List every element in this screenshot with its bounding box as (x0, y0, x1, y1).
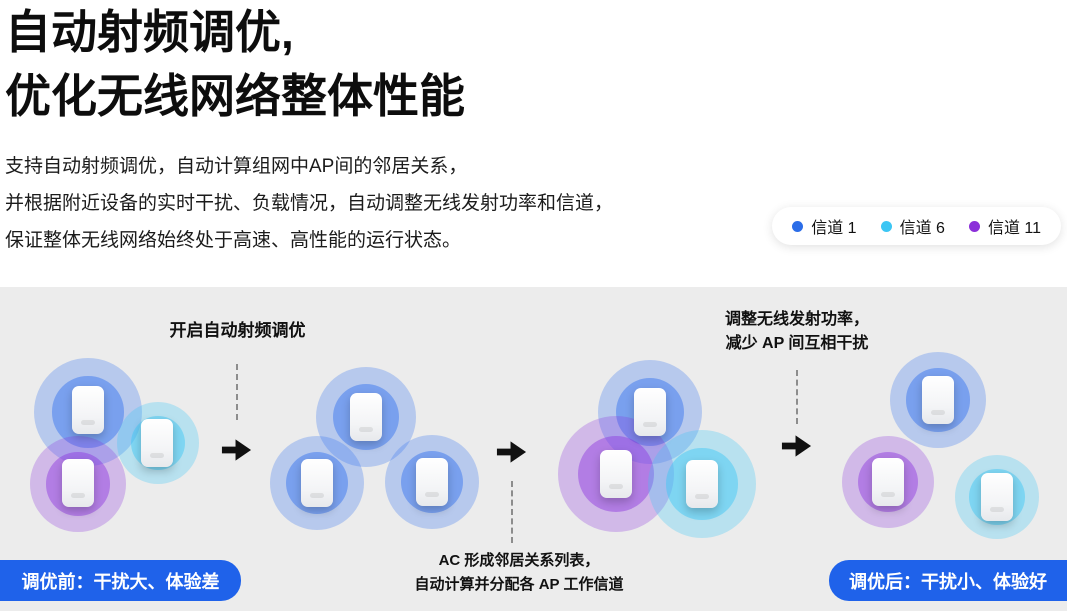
legend-label-channel-11: 信道 11 (987, 220, 1041, 237)
channel-11-dot-icon (968, 220, 980, 232)
description-line-1: 支持自动射频调优，自动计算组网中AP间的邻居关系， (5, 156, 468, 177)
diagram-section-background (0, 287, 1067, 611)
annotation-adjust-power: 调整无线发射功率， 减少 AP 间互相干扰 (672, 308, 922, 356)
ap-device (301, 459, 333, 507)
flow-arrow-right-icon (496, 441, 527, 463)
description-line-3: 保证整体无线网络始终处于高速、高性能的运行状态。 (5, 230, 462, 251)
ap-device (634, 388, 666, 436)
ap-device (350, 393, 382, 441)
legend-item-channel-11: 信道 11 (968, 214, 1041, 238)
coverage-circle-channel1 (316, 367, 416, 467)
annotation-power-line-2: 减少 AP 间互相干扰 (725, 335, 869, 352)
channel-6-dot-icon (880, 220, 892, 232)
ap-device (872, 458, 904, 506)
ap-device (922, 376, 954, 424)
ap-device (141, 419, 173, 467)
ap-device (686, 460, 718, 508)
title-line-1: 自动射频调优, (5, 6, 294, 58)
channel-1-dot-icon (792, 220, 804, 232)
channel-legend: 信道 1 信道 6 信道 11 (772, 207, 1061, 245)
page-title: 自动射频调优, 优化无线网络整体性能 (5, 0, 465, 128)
badge-after-tuning: 调优后：干扰小、体验好 (829, 560, 1067, 601)
annotation-ac-line-1: AC 形成邻居关系列表， (438, 552, 600, 569)
badge-before-tuning: 调优前：干扰大、体验差 (0, 560, 241, 601)
legend-label-channel-6: 信道 6 (899, 220, 945, 237)
description-line-2: 并根据附近设备的实时干扰、负载情况，自动调整无线发射功率和信道， (5, 193, 614, 214)
flow-arrow-right-icon (781, 435, 812, 457)
flow-arrow-right-icon (221, 439, 252, 461)
dashed-connector (511, 481, 513, 543)
ap-device (62, 459, 94, 507)
ap-device (416, 458, 448, 506)
title-line-2: 优化无线网络整体性能 (5, 70, 465, 122)
annotation-enable-tuning: 开启自动射频调优 (169, 321, 306, 340)
dashed-connector (796, 370, 798, 424)
legend-item-channel-6: 信道 6 (880, 214, 945, 238)
annotation-ac-neighbor-list: AC 形成邻居关系列表， 自动计算并分配各 AP 工作信道 (380, 549, 658, 597)
annotation-ac-line-2: 自动计算并分配各 AP 工作信道 (414, 576, 624, 593)
legend-item-channel-1: 信道 1 (792, 214, 857, 238)
ap-device (72, 386, 104, 434)
description: 支持自动射频调优，自动计算组网中AP间的邻居关系， 并根据附近设备的实时干扰、负… (5, 148, 613, 259)
coverage-circle-channel1 (598, 360, 702, 464)
annotation-power-line-1: 调整无线发射功率， (724, 311, 869, 328)
dashed-connector (236, 364, 238, 420)
coverage-circle-channel6 (955, 455, 1039, 539)
ap-device (600, 450, 632, 498)
legend-label-channel-1: 信道 1 (811, 220, 857, 237)
ap-device (981, 473, 1013, 521)
